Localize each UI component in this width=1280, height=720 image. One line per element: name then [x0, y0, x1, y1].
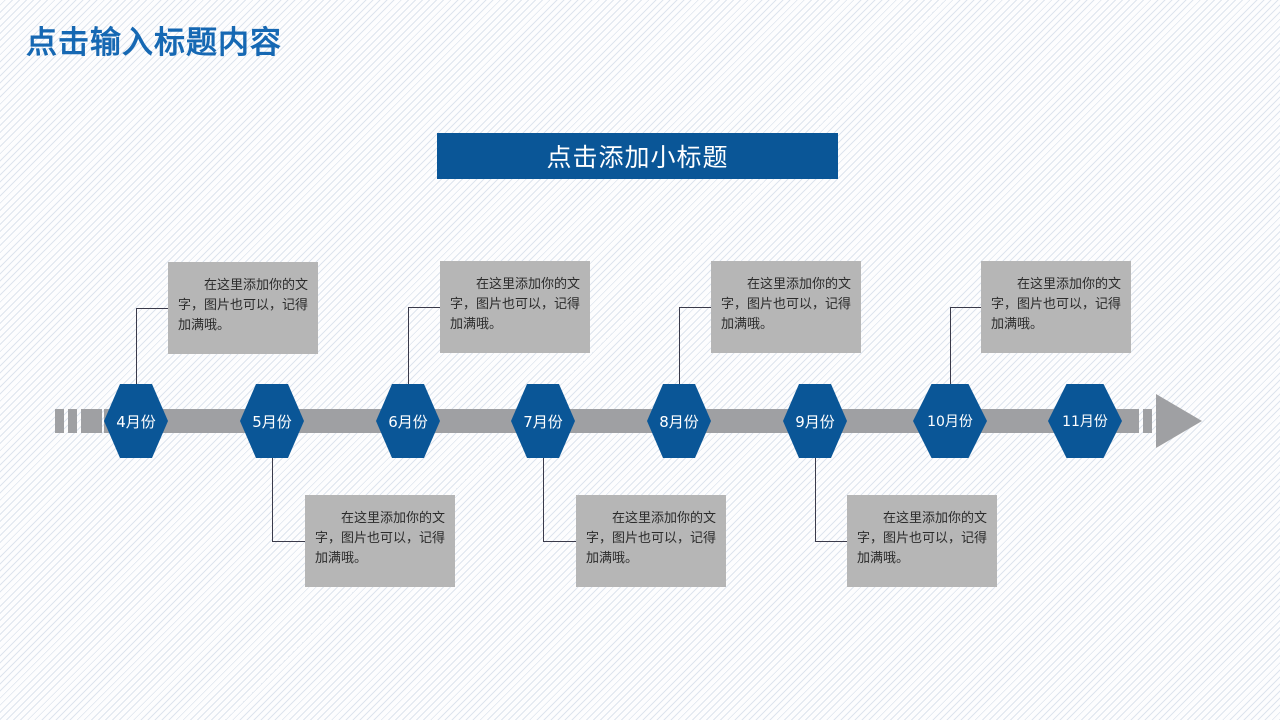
note-box-top-1[interactable]: 在这里添加你的文字，图片也可以，记得加满哦。 — [168, 262, 318, 354]
timeline-arrow-icon — [1156, 394, 1202, 448]
timeline-node-label: 7月份 — [523, 412, 563, 431]
timeline-node-5[interactable]: 8月份 — [647, 384, 711, 458]
connector-horizontal-top-2 — [408, 307, 441, 308]
note-box-bottom-1[interactable]: 在这里添加你的文字，图片也可以，记得加满哦。 — [305, 495, 455, 587]
note-text: 在这里添加你的文字，图片也可以，记得加满哦。 — [315, 511, 446, 567]
connector-horizontal-bottom-2 — [543, 541, 577, 542]
connector-vertical-bottom-3 — [815, 458, 816, 542]
connector-horizontal-bottom-1 — [272, 541, 306, 542]
timeline-node-label: 8月份 — [659, 412, 699, 431]
timeline-dash-left-1 — [55, 409, 64, 433]
note-text: 在这里添加你的文字，图片也可以，记得加满哦。 — [178, 278, 309, 334]
subtitle-banner-label: 点击添加小标题 — [546, 143, 729, 172]
connector-vertical-top-3 — [679, 307, 680, 384]
connector-vertical-top-1 — [136, 308, 137, 384]
note-box-bottom-3[interactable]: 在这里添加你的文字，图片也可以，记得加满哦。 — [847, 495, 997, 587]
timeline-node-2[interactable]: 5月份 — [240, 384, 304, 458]
timeline-node-1[interactable]: 4月份 — [104, 384, 168, 458]
connector-vertical-top-4 — [950, 307, 951, 384]
note-text: 在这里添加你的文字，图片也可以，记得加满哦。 — [721, 277, 852, 333]
timeline-node-3[interactable]: 6月份 — [376, 384, 440, 458]
page-title: 点击输入标题内容 — [26, 25, 282, 61]
connector-vertical-bottom-2 — [543, 458, 544, 542]
timeline-node-7[interactable]: 10月份 — [913, 384, 987, 458]
timeline-node-label: 4月份 — [116, 412, 156, 431]
connector-vertical-top-2 — [408, 307, 409, 384]
timeline-dash-right-1 — [1118, 409, 1139, 433]
subtitle-banner[interactable]: 点击添加小标题 — [437, 133, 838, 179]
connector-vertical-bottom-1 — [272, 458, 273, 542]
connector-horizontal-top-3 — [679, 307, 712, 308]
timeline-node-6[interactable]: 9月份 — [783, 384, 847, 458]
connector-horizontal-bottom-3 — [815, 541, 847, 542]
note-text: 在这里添加你的文字，图片也可以，记得加满哦。 — [857, 511, 988, 567]
connector-horizontal-top-4 — [950, 307, 981, 308]
timeline-dash-right-2 — [1143, 409, 1152, 433]
note-text: 在这里添加你的文字，图片也可以，记得加满哦。 — [991, 277, 1122, 333]
note-box-top-2[interactable]: 在这里添加你的文字，图片也可以，记得加满哦。 — [440, 261, 590, 353]
note-box-bottom-2[interactable]: 在这里添加你的文字，图片也可以，记得加满哦。 — [576, 495, 726, 587]
note-box-top-4[interactable]: 在这里添加你的文字，图片也可以，记得加满哦。 — [981, 261, 1131, 353]
timeline-dash-left-3 — [81, 409, 102, 433]
timeline-node-label: 5月份 — [252, 412, 292, 431]
timeline-node-4[interactable]: 7月份 — [511, 384, 575, 458]
note-text: 在这里添加你的文字，图片也可以，记得加满哦。 — [586, 511, 717, 567]
timeline-dash-left-2 — [68, 409, 77, 433]
note-box-top-3[interactable]: 在这里添加你的文字，图片也可以，记得加满哦。 — [711, 261, 861, 353]
timeline-node-label: 11月份 — [1062, 414, 1108, 430]
timeline-node-label: 9月份 — [795, 412, 835, 431]
timeline-node-label: 6月份 — [388, 412, 428, 431]
timeline-node-8[interactable]: 11月份 — [1048, 384, 1122, 458]
timeline-node-label: 10月份 — [927, 414, 973, 430]
note-text: 在这里添加你的文字，图片也可以，记得加满哦。 — [450, 277, 581, 333]
connector-horizontal-top-1 — [136, 308, 169, 309]
